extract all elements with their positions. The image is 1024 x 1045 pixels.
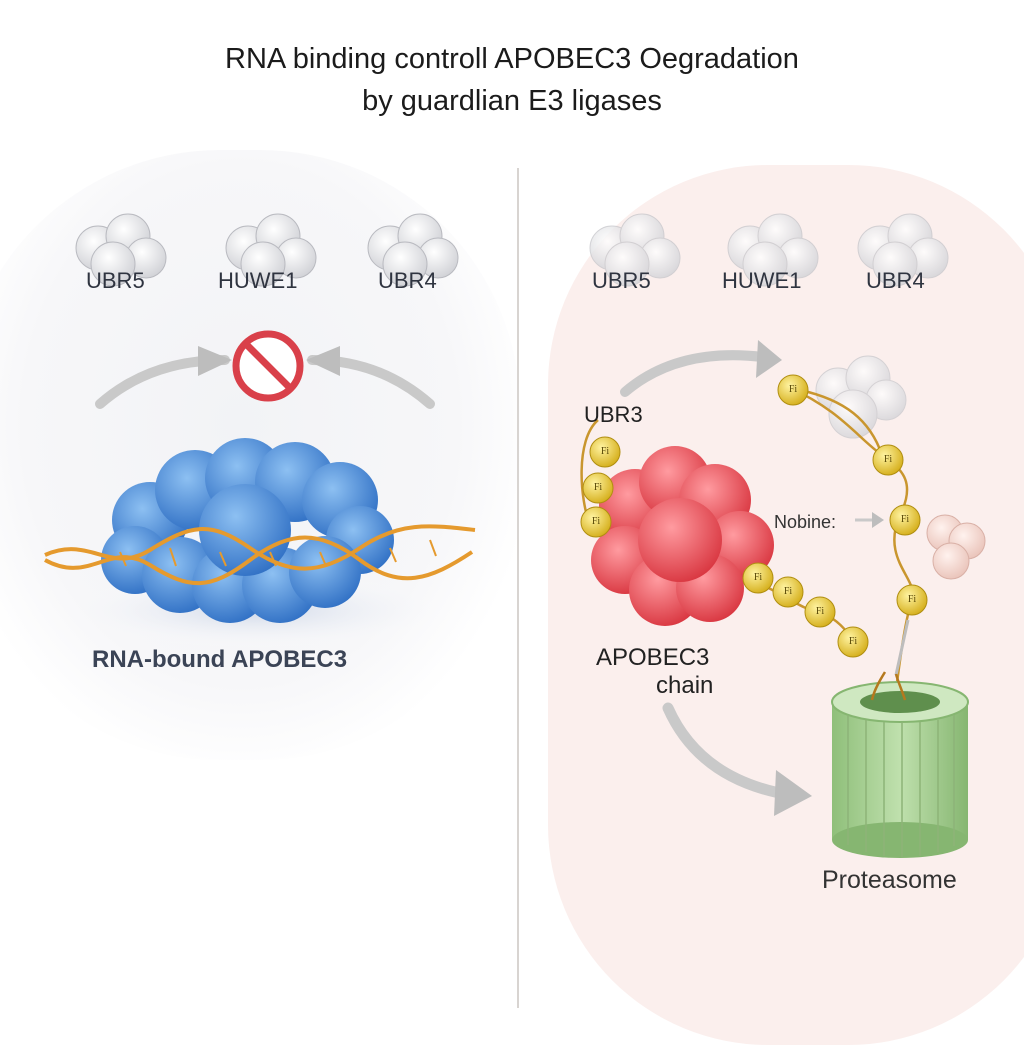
right-ligase-huwe1-icon — [727, 213, 819, 287]
recruitment-arrow — [620, 350, 775, 397]
degradation-arrow — [662, 702, 796, 801]
chain-arrowhead-icon — [872, 512, 884, 528]
left-label-ubr5: UBR5 — [86, 268, 145, 293]
apobec3-free-protein — [591, 446, 774, 626]
ubiquitin-bead-4 — [777, 374, 809, 406]
apobec3-chain-label-line1: APOBEC3 — [596, 644, 710, 671]
pink-ligase-icon — [926, 514, 986, 580]
ubiquitin-bead-label: Fi — [788, 384, 798, 395]
left-label-ubr4: UBR4 — [378, 268, 437, 293]
right-label-ubr4: UBR4 — [866, 268, 925, 293]
ubiquitin-bead-5 — [872, 444, 904, 476]
no-entry-icon — [232, 330, 304, 402]
degradation-arrowhead-icon — [774, 770, 812, 816]
left-ligase-ubr5-icon — [75, 213, 167, 287]
title-line-1: RNA binding controll APOBEC3 Oegradation — [225, 43, 799, 75]
ubiquitin-bead-2 — [582, 472, 614, 504]
left-arrowhead-right-icon — [306, 346, 340, 376]
chain-entering-proteasome — [870, 671, 907, 701]
proteasome-icon — [831, 681, 969, 858]
ubiquitin-bead-label: Fi — [815, 606, 825, 617]
ubr3-label: UBR3 — [584, 402, 643, 427]
ubiquitin-bead-label: Fi — [848, 636, 858, 647]
middle-label: Nobine: — [774, 512, 837, 532]
ubiquitin-bead-1 — [589, 436, 621, 468]
apobec3-chain-label-line2: chain — [656, 672, 714, 699]
right-ligase-ubr5-icon — [589, 213, 681, 287]
ubiquitin-bead-label: Fi — [900, 514, 910, 525]
ubiquitin-bead-8 — [742, 562, 774, 594]
ubiquitin-bead-9 — [772, 576, 804, 608]
ubiquitin-bead-label: Fi — [783, 586, 793, 597]
ubiquitin-bead-6 — [889, 504, 921, 536]
panel-divider — [517, 168, 519, 1008]
right-label-huwe1: HUWE1 — [722, 268, 802, 293]
ubiquitin-bead-label: Fi — [591, 516, 601, 527]
left-label-huwe1: HUWE1 — [218, 268, 298, 293]
ubiquitin-bead-11 — [837, 626, 869, 658]
rna-bound-apobec3-label: RNA-bound APOBEC3 — [92, 646, 348, 673]
recruitment-arrowhead-icon — [756, 340, 782, 378]
left-ligase-huwe1-icon — [225, 213, 317, 287]
ubiquitin-bead-3 — [580, 506, 612, 538]
bound-ligase-icon — [815, 355, 907, 439]
proteasome-label: Proteasome — [822, 866, 957, 894]
left-ligase-ubr4-icon — [367, 213, 459, 287]
ubiquitin-bead-label: Fi — [600, 446, 610, 457]
right-ligase-ubr4-icon — [857, 213, 949, 287]
ubiquitin-bead-label: Fi — [753, 572, 763, 583]
diagram-canvas: RNA binding controll APOBEC3 Oegradation… — [0, 38, 1024, 1045]
chain-to-proteasome-arrow — [894, 619, 910, 676]
ubiquitin-bead-label: Fi — [593, 482, 603, 493]
ubiquitin-bead-label: Fi — [907, 594, 917, 605]
left-arrowhead-left-icon — [198, 346, 232, 376]
rna-strand — [44, 524, 476, 586]
ubiquitin-bead-7 — [896, 584, 928, 616]
diagram-graphics — [44, 213, 986, 858]
title-line-2: by guardlian E3 ligases — [362, 85, 662, 117]
diagram-title: RNA binding controll APOBEC3 Oegradation… — [0, 38, 1024, 122]
right-label-ubr5: UBR5 — [592, 268, 651, 293]
ubiquitin-bead-label: Fi — [883, 454, 893, 465]
ubiquitin-bead-10 — [804, 596, 836, 628]
